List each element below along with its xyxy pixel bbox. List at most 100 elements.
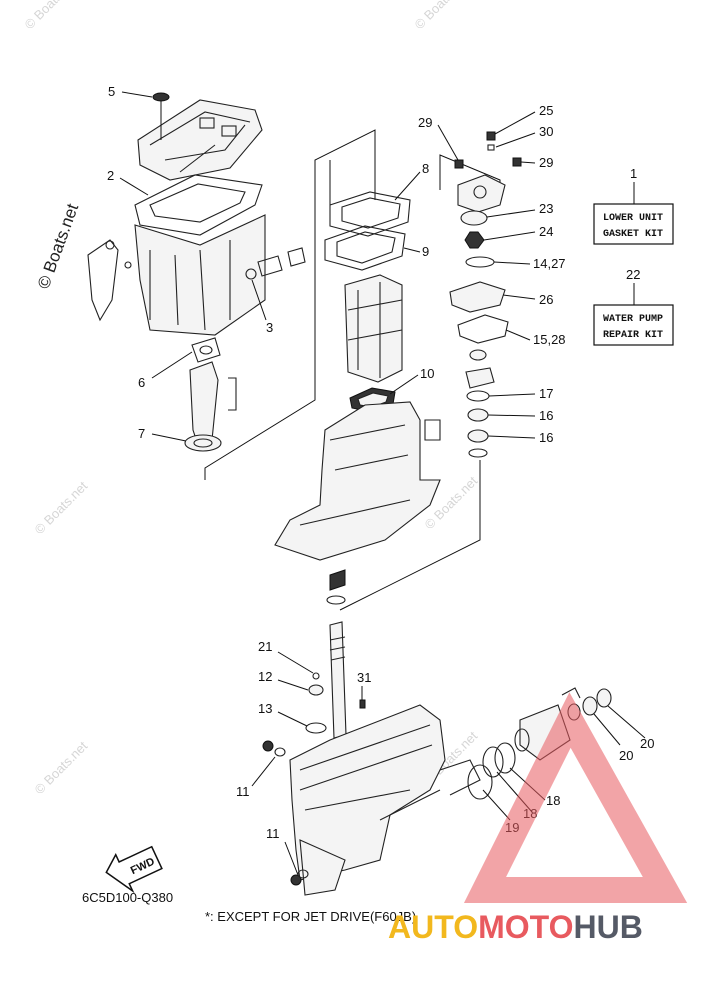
callout: 17	[539, 386, 553, 401]
upper-casing-group	[87, 92, 306, 452]
propshaft-stub	[439, 759, 481, 796]
callout: 24	[539, 224, 553, 239]
callout: 12	[258, 669, 272, 684]
callout: 11	[266, 826, 280, 841]
callout: 16	[539, 430, 553, 445]
callout: 18	[546, 793, 560, 808]
fitting	[257, 255, 283, 277]
oring-14	[465, 256, 495, 268]
oring-18	[482, 746, 504, 778]
upper-casing-top	[137, 99, 263, 181]
bolt-25	[486, 131, 496, 141]
casing-slot	[221, 125, 237, 137]
bolt	[228, 377, 237, 411]
kit-box-water-pump	[593, 304, 674, 346]
plate-26	[449, 281, 506, 313]
callout: 20	[619, 748, 633, 763]
kit-boxes: 1 LOWER UNIT GASKET KIT 22 WATER PUMP RE…	[593, 166, 674, 346]
bolt-29	[454, 159, 464, 169]
plug-11b	[290, 874, 302, 886]
gasket-9	[324, 225, 406, 271]
leader-lines	[119, 91, 646, 876]
kit-number: 22	[626, 267, 640, 282]
callout: 3	[266, 320, 273, 335]
fitting	[287, 247, 306, 267]
callout: 20	[640, 736, 654, 751]
callout: 6	[138, 375, 145, 390]
brand-text: AUTOMOTOHUB	[388, 909, 643, 945]
gasket-6	[191, 337, 221, 363]
callout: 9	[422, 244, 429, 259]
callout: 21	[258, 639, 272, 654]
gasket-2-inner	[149, 183, 246, 223]
kit-line: GASKET KIT	[603, 229, 663, 240]
bolt	[105, 240, 115, 250]
grommet-3	[245, 268, 257, 280]
skeg	[299, 839, 346, 896]
exhaust-tube	[189, 361, 219, 446]
seal-16	[467, 408, 489, 422]
center-upper-group	[324, 131, 522, 458]
callout: 30	[539, 124, 553, 139]
pump-housing	[457, 174, 506, 213]
callout: 11	[236, 784, 250, 799]
seal-20b	[596, 688, 612, 708]
oring-18b	[494, 742, 516, 774]
bushing	[469, 349, 487, 361]
callout: 16	[539, 408, 553, 423]
exhaust-pipe	[344, 274, 403, 383]
drawing-code: 6C5D100-Q380	[82, 890, 173, 905]
kit-number: 1	[630, 166, 637, 181]
watermark: © Boats.net	[32, 478, 91, 537]
kit-line: WATER PUMP	[603, 314, 663, 325]
callout: 5	[108, 84, 115, 99]
seal-16b	[467, 429, 489, 443]
kit-line: REPAIR KIT	[603, 330, 663, 341]
brand-logo: AUTOMOTOHUB	[388, 692, 688, 945]
callout: 7	[138, 426, 145, 441]
gearcase-lines	[299, 724, 441, 821]
watermark: © Boats.net	[32, 738, 91, 797]
oring-17	[466, 390, 490, 402]
pipe-ribs	[347, 282, 403, 378]
logo-triangle	[463, 692, 688, 903]
oring-13	[305, 722, 327, 734]
mount-bracket	[87, 239, 119, 322]
callout: 29	[418, 115, 432, 130]
callout: 14,27	[533, 256, 566, 271]
callouts: 5 2 3 6 7 29 25 30 29 8 23 24 9 14,27 26…	[107, 84, 654, 841]
callout: 29	[539, 155, 553, 170]
plug-11	[262, 740, 274, 752]
casing-slot	[199, 117, 215, 129]
impeller-small	[329, 569, 346, 591]
upper-case	[274, 401, 441, 561]
side-watermark: © Boats.net	[34, 201, 82, 291]
case-lines	[299, 424, 411, 526]
insert-23	[460, 210, 488, 226]
callout: 8	[422, 161, 429, 176]
upper-casing-ribs	[149, 111, 251, 173]
gasket-15	[457, 314, 509, 344]
callout: 15,28	[533, 332, 566, 347]
gasket-8	[329, 191, 411, 237]
washer	[468, 448, 488, 458]
washer-30	[487, 144, 495, 151]
pin-31	[359, 699, 366, 709]
bolt	[124, 261, 132, 269]
callout: 26	[539, 292, 553, 307]
upper-casing-body	[134, 214, 266, 336]
fwd-arrow: FWD	[105, 845, 163, 894]
callout: 10	[420, 366, 434, 381]
callout: 31	[357, 670, 371, 685]
callout: 13	[258, 701, 272, 716]
seal-7	[184, 434, 222, 452]
footnote: *: EXCEPT FOR JET DRIVE(F60JB)	[205, 909, 416, 924]
callout: 23	[539, 201, 553, 216]
seal-5	[152, 92, 170, 102]
watermark: © Boats.net	[22, 0, 81, 32]
upper-case-group	[274, 401, 441, 605]
seal-20	[582, 696, 598, 716]
washer-12	[308, 684, 324, 696]
callout: 25	[539, 103, 553, 118]
housing-cartridge	[465, 367, 495, 389]
